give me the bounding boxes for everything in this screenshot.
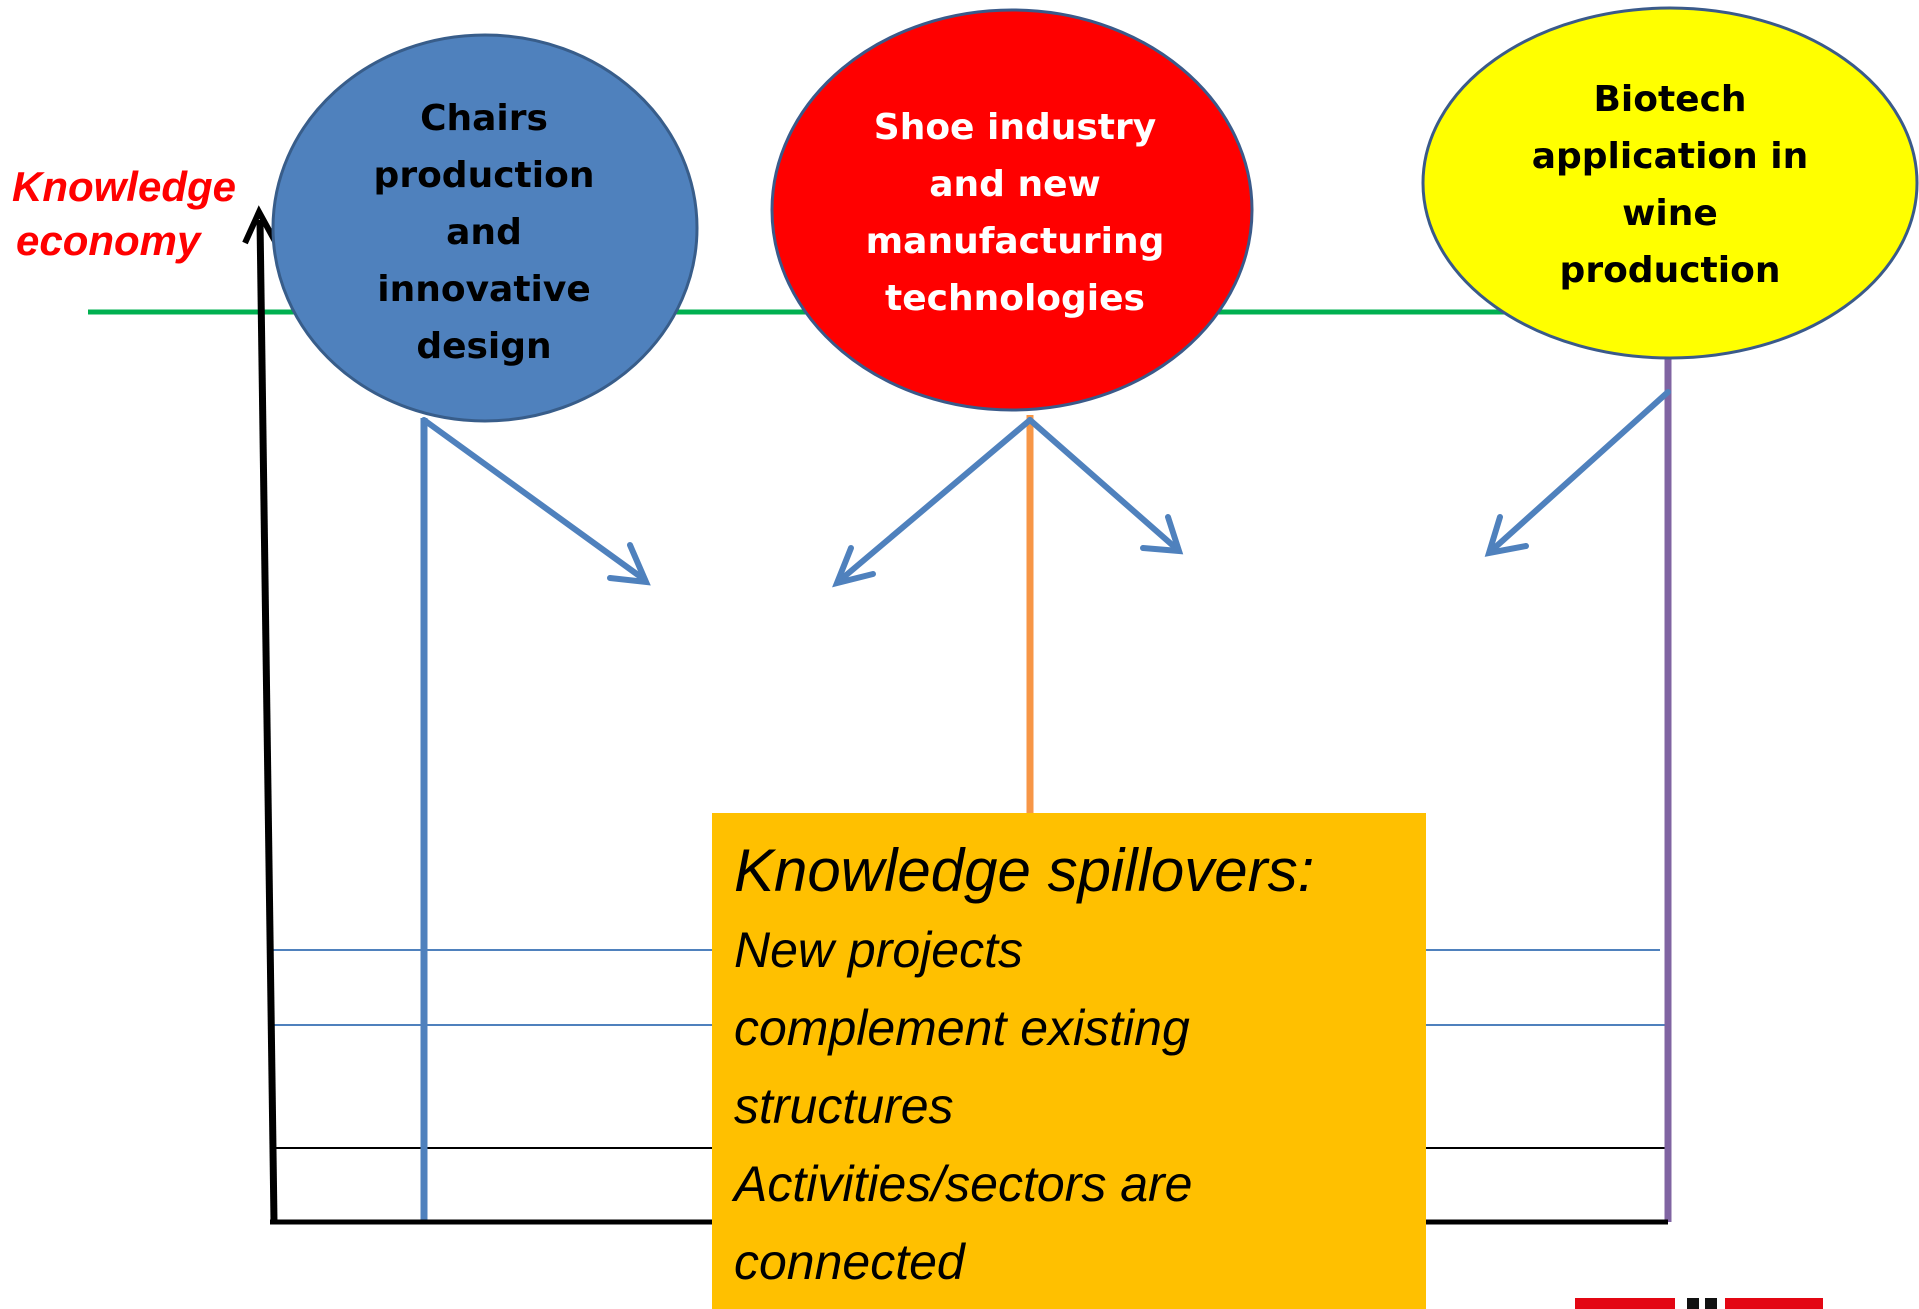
- biotech-arrow: [1487, 389, 1671, 555]
- spillovers-title: Knowledge spillovers:: [734, 837, 1315, 904]
- spillovers-line-1: New projects: [734, 922, 1023, 978]
- spillovers-line-5: connected: [734, 1234, 965, 1290]
- axis-label-line1: Knowledge: [12, 163, 237, 210]
- spillovers-line-4: Activities/sectors are: [734, 1156, 1193, 1212]
- knowledge-economy-label: Knowledge economy: [12, 160, 236, 268]
- corner-logo: [1575, 1298, 1823, 1309]
- knowledge-spillovers-box: Knowledge spillovers: New projects compl…: [712, 813, 1426, 1309]
- spillovers-line-2: complement existing: [734, 1000, 1190, 1056]
- shoe-left-arrow: [835, 417, 1033, 585]
- axis-label-line2: economy: [16, 217, 201, 264]
- shoe-left-arrowhead: [832, 545, 876, 588]
- shoe-ellipse: [770, 8, 1254, 412]
- spillovers-line-3: structures: [734, 1078, 954, 1134]
- shoe-node-label: Shoe industry and new manufacturing tech…: [865, 107, 1165, 319]
- chairs-node-label: Chairs production and innovative design: [373, 98, 595, 367]
- biotech-arrowhead: [1484, 514, 1529, 557]
- biotech-node-label: Biotech application in wine production: [1531, 79, 1809, 291]
- chairs-arrow: [421, 417, 648, 583]
- y-axis-line: [256, 219, 278, 1223]
- y-axis-arrowhead: [242, 205, 279, 245]
- biotech-ellipse: [1421, 6, 1919, 360]
- shoe-right-arrowhead: [1140, 514, 1184, 555]
- chairs-ellipse: [271, 33, 699, 423]
- chairs-arrowhead: [607, 542, 651, 586]
- shoe-right-arrow: [1027, 417, 1181, 553]
